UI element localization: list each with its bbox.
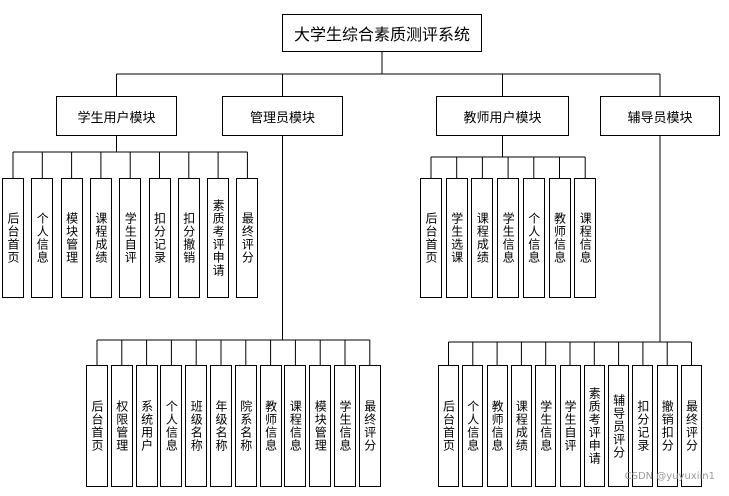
leaf-node: 系统用户 <box>135 365 158 487</box>
module-node-3: 教师用户模块 <box>436 96 569 136</box>
leaf-node: 后台首页 <box>2 178 24 298</box>
leaf-node: 课程成绩 <box>510 365 532 487</box>
leaf-node: 学生信息 <box>497 178 520 298</box>
leaf-node: 教师信息 <box>548 178 571 298</box>
leaf-node: 素质考评申请 <box>207 178 230 298</box>
leaf-label: 后台首页 <box>441 400 456 452</box>
leaf-label: 学生自评 <box>563 400 577 452</box>
leaf-node: 课程成绩 <box>471 178 494 298</box>
leaf-node: 个人信息 <box>160 365 183 487</box>
leaf-node: 年级名称 <box>210 365 232 487</box>
leaf-label: 素质考评申请 <box>211 199 226 277</box>
leaf-label: 个人信息 <box>465 400 480 452</box>
leaf-node: 课程信息 <box>574 178 597 298</box>
leaf-label: 学生选课 <box>449 212 464 264</box>
watermark: CSDN @yuyuxiin1 <box>624 471 715 482</box>
leaf-label: 教师信息 <box>552 212 567 264</box>
leaf-node: 模块管理 <box>309 365 332 487</box>
leaf-label: 后台首页 <box>90 400 104 452</box>
leaf-label: 扣分记录 <box>152 212 167 264</box>
leaf-node: 后台首页 <box>438 365 459 487</box>
leaf-label: 个人信息 <box>526 212 541 264</box>
leaf-label: 扣分撤销 <box>181 212 196 264</box>
leaf-node: 班级名称 <box>185 365 208 487</box>
leaf-label: 课程信息 <box>288 400 303 452</box>
root-node: 大学生综合素质测评系统 <box>282 14 482 52</box>
leaf-label: 后台首页 <box>6 212 20 264</box>
leaf-label: 学生信息 <box>501 212 516 264</box>
leaf-label: 学生信息 <box>538 400 553 452</box>
module-label: 教师用户模块 <box>463 110 542 126</box>
leaf-node: 个人信息 <box>462 365 484 487</box>
leaf-node: 辅导员评分 <box>608 365 630 487</box>
leaf-label: 素质考评申请 <box>587 387 602 465</box>
leaf-label: 班级名称 <box>189 400 204 452</box>
leaf-node: 最终评分 <box>681 365 702 487</box>
leaf-node: 课程成绩 <box>89 178 112 298</box>
leaf-label: 教师信息 <box>490 400 505 452</box>
leaf-node: 后台首页 <box>420 178 442 298</box>
leaf-label: 学生自评 <box>123 212 138 264</box>
leaf-node: 学生信息 <box>535 365 557 487</box>
leaf-node: 撤销扣分 <box>656 365 678 487</box>
leaf-node: 扣分撤销 <box>177 178 200 298</box>
leaf-node: 课程信息 <box>284 365 307 487</box>
leaf-node: 素质考评申请 <box>583 365 605 487</box>
leaf-node: 个人信息 <box>31 178 54 298</box>
leaf-label: 课程成绩 <box>93 212 108 264</box>
leaf-label: 最终评分 <box>240 212 255 264</box>
leaf-node: 模块管理 <box>60 178 83 298</box>
leaf-node: 扣分记录 <box>632 365 654 487</box>
leaf-node: 教师信息 <box>259 365 282 487</box>
leaf-label: 院系名称 <box>238 400 253 452</box>
leaf-label: 课程信息 <box>578 212 593 264</box>
module-label: 学生用户模块 <box>77 110 156 126</box>
module-node-1: 学生用户模块 <box>56 96 177 136</box>
leaf-label: 课程成绩 <box>475 212 490 264</box>
leaf-label: 最终评分 <box>684 400 699 452</box>
leaf-node: 个人信息 <box>522 178 545 298</box>
leaf-label: 后台首页 <box>424 212 438 264</box>
leaf-node: 最终评分 <box>236 178 259 298</box>
leaf-label: 学生信息 <box>338 400 352 452</box>
leaf-label: 个人信息 <box>35 212 50 264</box>
leaf-node: 学生自评 <box>119 178 142 298</box>
leaf-node: 教师信息 <box>486 365 508 487</box>
leaf-node: 扣分记录 <box>148 178 171 298</box>
leaf-label: 年级名称 <box>214 400 228 452</box>
leaf-node: 最终评分 <box>358 365 381 487</box>
module-label: 管理员模块 <box>249 110 315 126</box>
leaf-label: 最终评分 <box>362 400 377 452</box>
leaf-label: 系统用户 <box>139 400 154 452</box>
module-label: 辅导员模块 <box>627 110 693 126</box>
module-node-2: 管理员模块 <box>222 96 343 136</box>
leaf-node: 学生选课 <box>445 178 468 298</box>
leaf-label: 模块管理 <box>64 212 79 264</box>
module-node-4: 辅导员模块 <box>600 96 720 136</box>
leaf-node: 院系名称 <box>234 365 257 487</box>
leaf-label: 辅导员评分 <box>611 393 626 459</box>
leaf-label: 个人信息 <box>164 400 179 452</box>
leaf-label: 模块管理 <box>313 400 328 452</box>
root-label: 大学生综合素质测评系统 <box>293 25 470 44</box>
leaf-label: 权限管理 <box>114 400 129 452</box>
leaf-node: 后台首页 <box>86 365 108 487</box>
leaf-label: 撤销扣分 <box>660 400 675 452</box>
leaf-node: 权限管理 <box>110 365 133 487</box>
leaf-label: 教师信息 <box>263 400 278 452</box>
leaf-label: 课程成绩 <box>514 400 529 452</box>
leaf-node: 学生信息 <box>334 365 356 487</box>
leaf-node: 学生自评 <box>559 365 581 487</box>
leaf-label: 扣分记录 <box>635 400 650 452</box>
